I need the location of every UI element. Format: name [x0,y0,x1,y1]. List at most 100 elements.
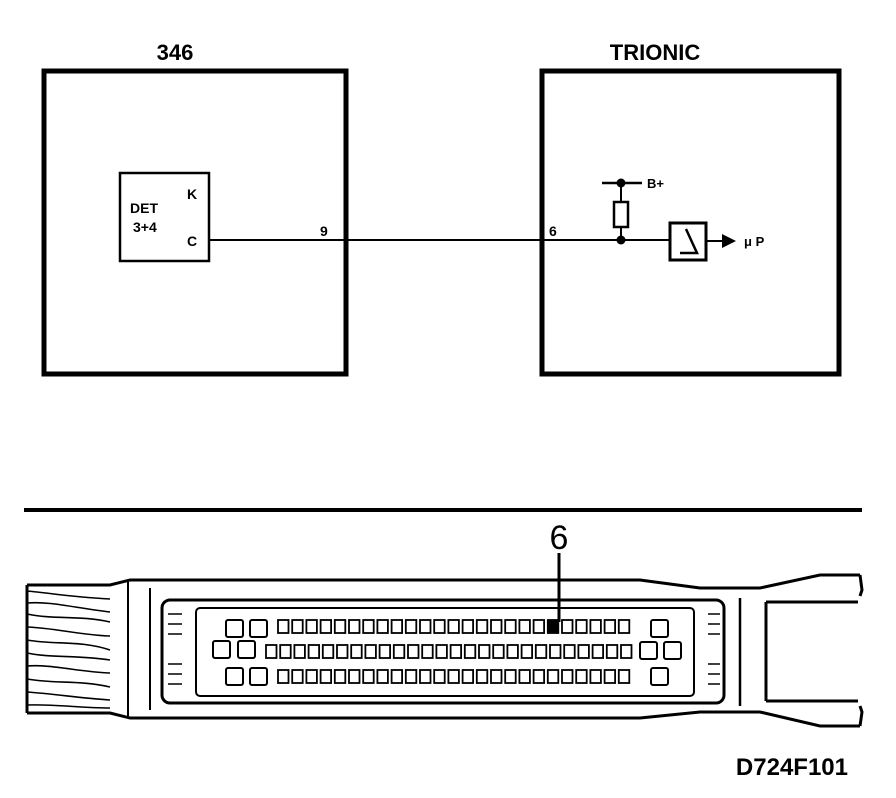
connector-pin [492,644,505,659]
knock-sensor-name: DET [130,200,158,216]
connector-pin [475,669,489,684]
signal-pin-rows [265,619,633,684]
connector-pin [575,619,588,634]
connector-pin [348,619,361,634]
connector-pin [561,669,574,684]
connector-pin [348,669,361,684]
left-module-box [41,68,349,377]
connector-pin [577,644,590,659]
connector-pin [575,669,588,684]
pin-6-label: 6 [549,223,557,239]
figure-code: D724F101 [736,754,848,781]
connector-pin [561,619,574,634]
connector-pin [307,644,321,659]
power-pins-right [639,619,682,686]
connector-pin [362,619,375,634]
connector-pin [589,619,602,634]
connector-pin [518,619,531,634]
connector-pin [333,619,347,634]
connector-pin [447,669,460,684]
connector-pin [605,644,619,659]
connector-pin [518,669,531,684]
connector-pin [461,619,475,634]
converter-box [668,221,708,262]
connector-pin [490,619,503,634]
right-module-trionic: TRIONIC 6 B+ μ P [539,40,842,377]
connector-pin [520,644,533,659]
connector-pin [376,669,389,684]
connector-pin-6 [546,619,560,634]
pin-9-label: 9 [320,223,328,239]
left-module-346: 346 DET 3+4 K C 9 [41,40,349,377]
left-module-title: 346 [157,40,194,65]
pin-c-label: C [187,233,197,249]
connector-pin [291,669,304,684]
connector-pin [419,669,432,684]
connector-pin [532,669,545,684]
connector-pin [461,669,475,684]
connector-pin [433,669,446,684]
connector-pin [447,619,460,634]
connector-pin [392,644,406,659]
power-pins-left [212,619,268,686]
connector-pin [421,644,434,659]
connector-pin [603,669,616,684]
pullup-resistor [612,200,630,229]
pin-k-label: K [187,186,197,202]
connector-pin [265,644,278,659]
connector-pin [478,644,491,659]
connector-pin [534,644,548,659]
connector-pin [449,644,463,659]
connector-pin [378,644,392,659]
connector-pin [617,619,631,634]
right-module-title: TRIONIC [610,40,701,65]
connector-pin [563,644,576,659]
connector-pin [620,644,633,659]
connector-pin [433,619,446,634]
connector-pin [549,644,562,659]
connector-pin [490,669,503,684]
connector-pin [279,644,292,659]
connector-pin [362,669,375,684]
connector-pin [390,669,404,684]
connector-pin [404,669,418,684]
connector-pin [404,619,418,634]
connector-pin [293,644,306,659]
connector-pin [532,619,545,634]
connector-pin [504,619,517,634]
connector-pin [277,619,290,634]
knock-sensor-box [118,171,211,263]
connector-pin [419,619,432,634]
connector-pin [463,644,477,659]
connector-pin [350,644,363,659]
output-arrow-icon [722,234,736,248]
connector-pin [591,644,604,659]
connector-pin [589,669,602,684]
connector-pin [546,669,560,684]
connector-pin [603,619,616,634]
connector-pin [617,669,631,684]
wire-harness [25,585,111,713]
connector-pin [291,619,304,634]
connector-pin [336,644,349,659]
connector-pin [506,644,519,659]
connector-pin [390,619,404,634]
connector-pin [321,644,335,659]
connector-pin [305,619,318,634]
connector-pin [333,669,347,684]
connector-pin [305,669,318,684]
connector-pin [319,669,333,684]
connector-pin [407,644,420,659]
connector-pin [504,669,517,684]
connector-pin [319,619,333,634]
converter-symbol-icon [680,228,699,255]
ecu-connector [25,553,864,728]
connector-pin [364,644,377,659]
microprocessor-label: μ P [744,234,765,249]
connector-pin [475,619,489,634]
knock-sensor-sub: 3+4 [133,219,157,235]
connector-pin [376,619,389,634]
connector-pin-callout: 6 [550,519,569,557]
connector-pin [435,644,448,659]
